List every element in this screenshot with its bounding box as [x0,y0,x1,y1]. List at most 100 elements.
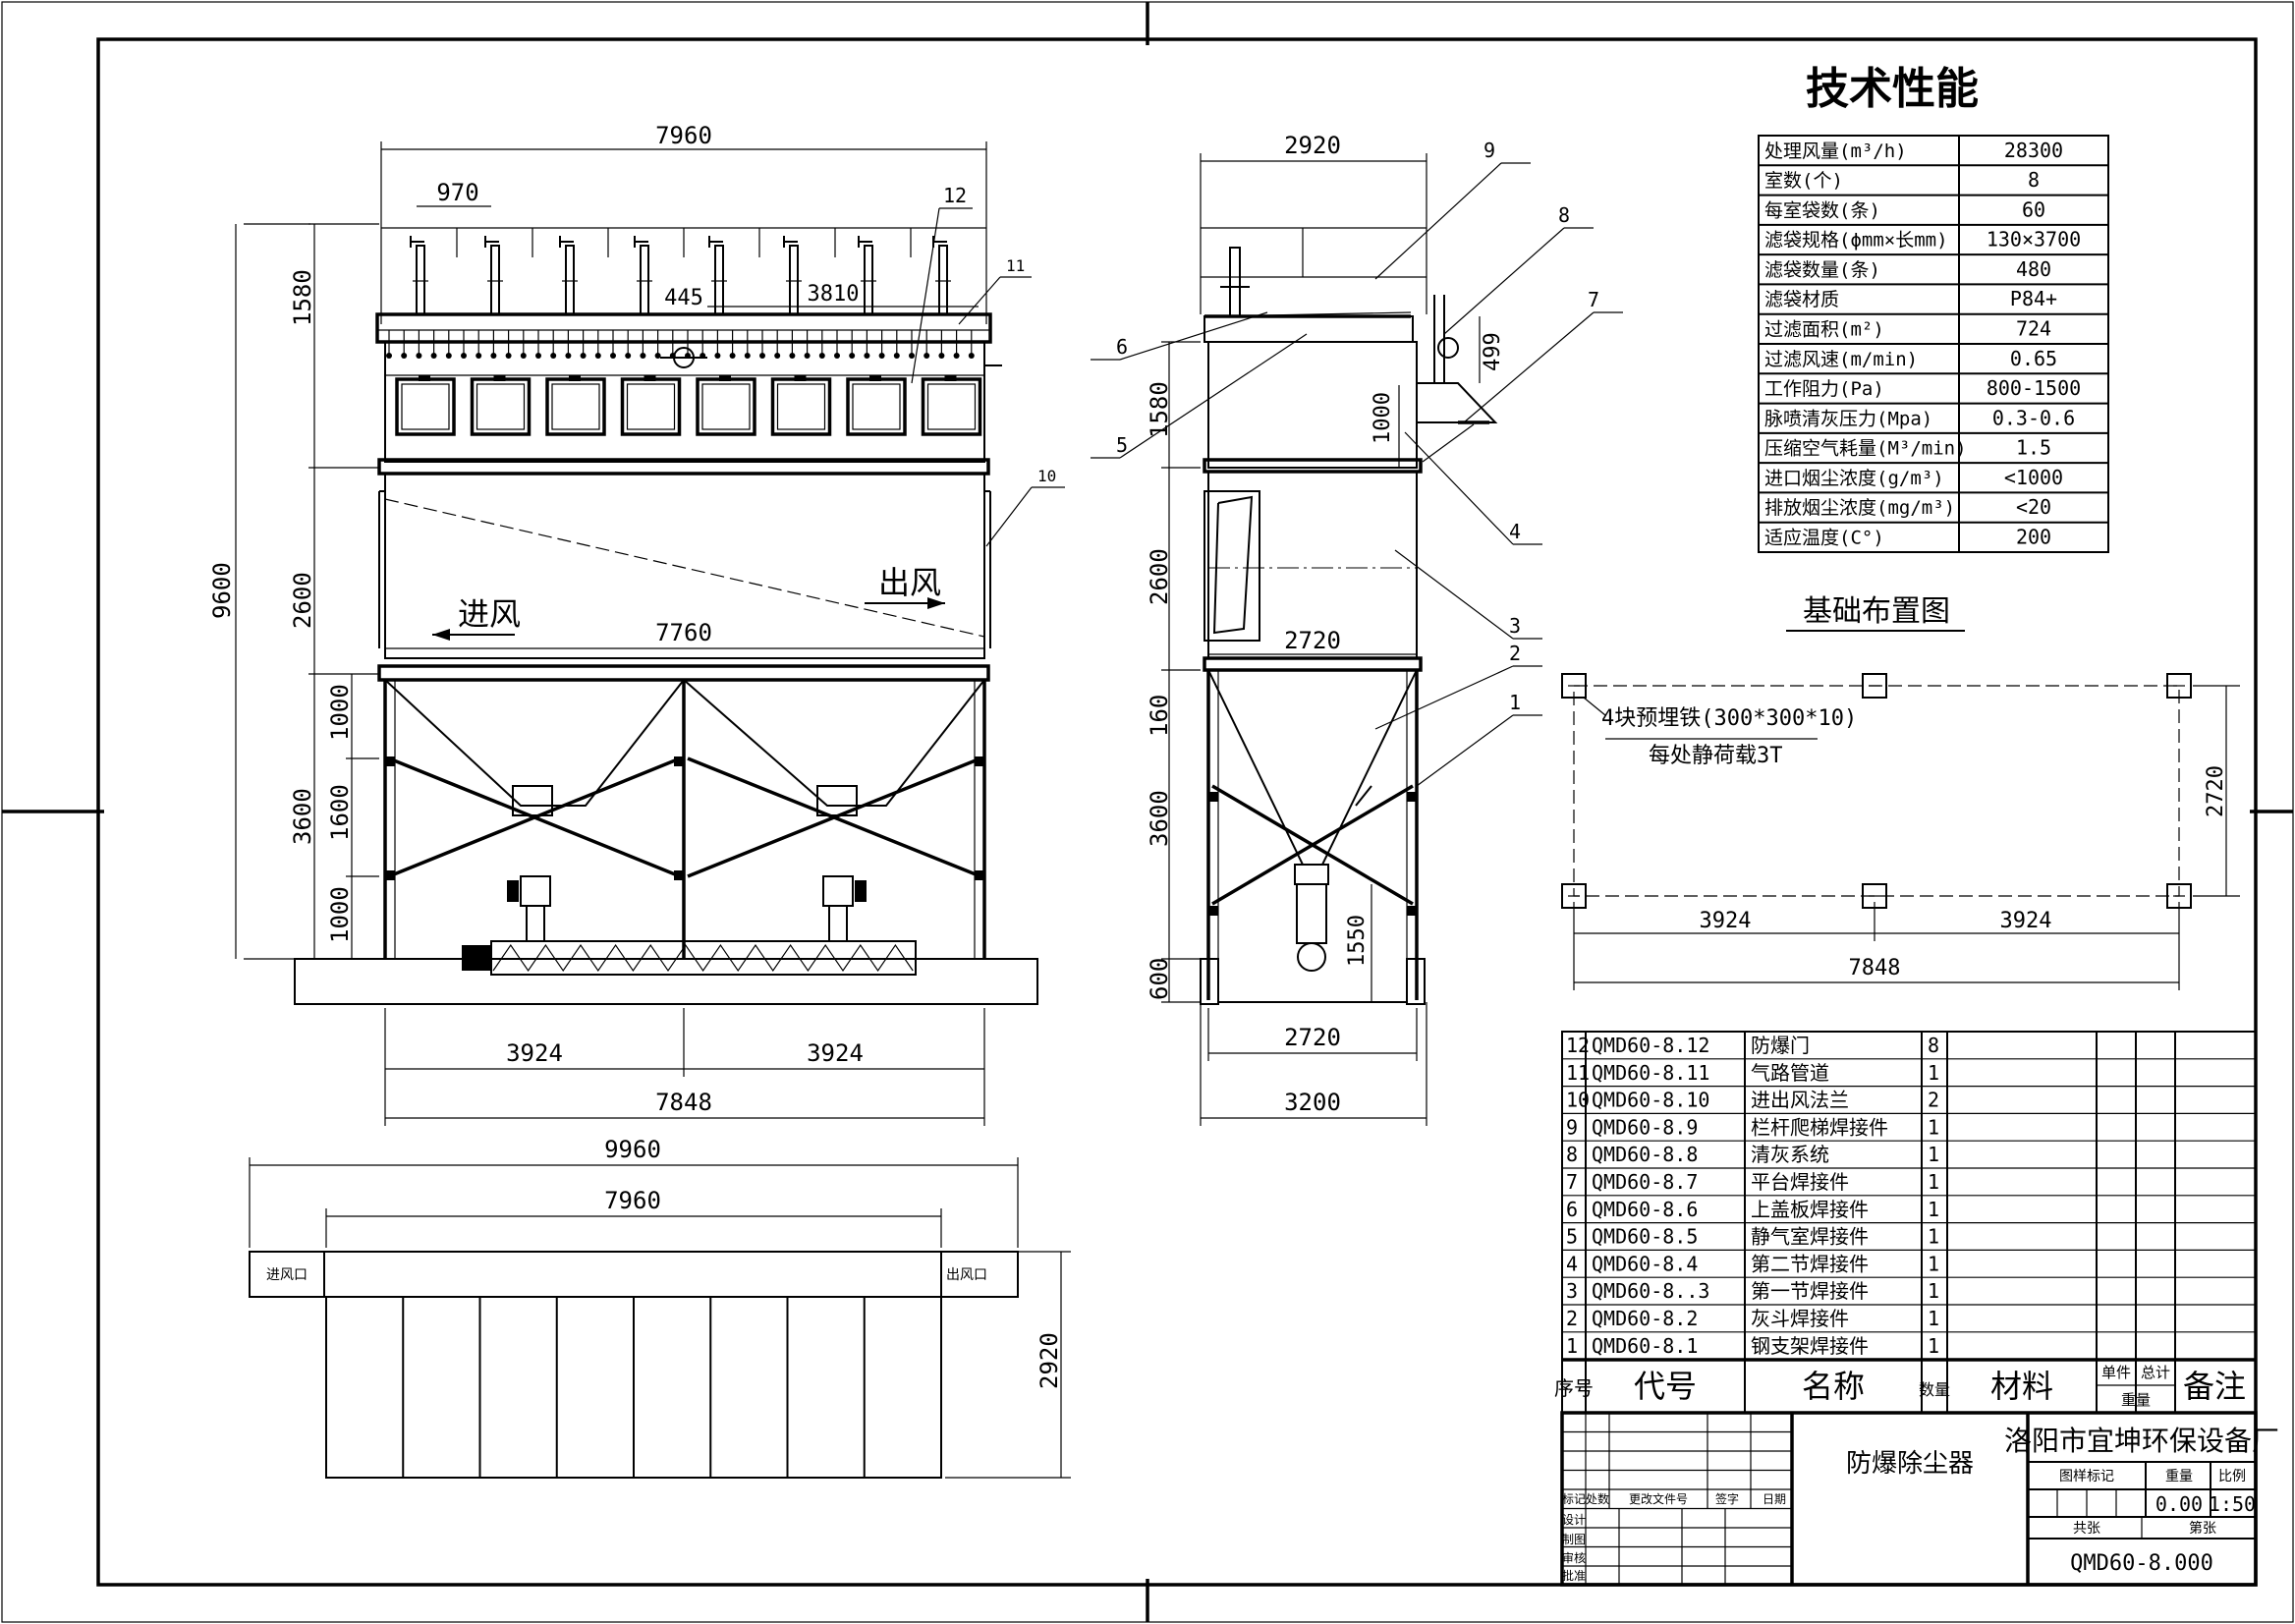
parts-header-remark: 备注 [2183,1368,2246,1405]
side-dim-600: 600 [1146,958,1173,1000]
front-dim-3924-right: 3924 [807,1039,864,1067]
spec-label: 压缩空气耗量(M³/min) [1764,438,1967,460]
part-no: 2 [1566,1307,1578,1330]
spec-label: 室数(个) [1764,170,1843,192]
plan-dim-7960: 7960 [604,1187,661,1214]
explosion-door [395,377,456,436]
part-code: QMD60-8.6 [1592,1198,1698,1221]
title-block: 洛阳市宜坤环保设备厂 防爆除尘器 图样标记 重量 比例 0.00 1:50 共张… [1560,1411,2279,1587]
parts-header-material: 材料 [1990,1368,2053,1405]
pulse-valve [490,245,500,315]
plan-view: 9960 7960 进风口 出风口 2920 [249,1136,1071,1479]
part-name: 平台焊接件 [1751,1170,1849,1194]
rev-sign: 签字 [1715,1491,1739,1506]
front-dim-3810: 3810 [808,282,860,307]
front-dim-7760: 7760 [655,619,712,646]
spec-label: 滤袋材质 [1764,289,1839,310]
pulse-valve [789,245,799,315]
side-callout: 4 [1509,520,1521,543]
plan-dim-9960: 9960 [604,1136,661,1163]
part-qty: 1 [1928,1143,1939,1166]
spec-label: 处理风量(m³/h) [1764,140,1907,162]
spec-label: 进口烟尘浓度(g/m³) [1764,468,1944,489]
anchor-plate [1862,673,1887,699]
spec-value: 60 [2022,197,2045,221]
part-no: 6 [1566,1198,1578,1221]
parts-header-name: 名称 [1802,1368,1865,1405]
rev-mark: 标记 [1562,1492,1586,1506]
pulse-valve [938,245,948,315]
part-code: QMD60-8.9 [1592,1115,1698,1139]
part-qty: 2 [1928,1089,1939,1112]
parts-header-qty: 数量 [1919,1380,1950,1399]
role-approve: 批准 [1562,1568,1586,1583]
front-view: 7960 970 445 3810 进风 出风 7760 [208,122,1065,1126]
tech-performance: 技术性能 处理风量(m³/h)28300室数(个)8每室袋数(条)60滤袋规格(… [1758,64,2109,553]
explosion-door [545,377,606,436]
spec-value: <20 [2016,495,2051,519]
sheet-no: 第张 [2189,1520,2216,1537]
front-dim-970: 970 [436,179,478,206]
pulse-valve [416,245,425,315]
front-dim-3924-left: 3924 [506,1039,563,1067]
side-dim-3600: 3600 [1146,790,1173,847]
tech-title: 技术性能 [1806,64,1979,114]
part-no: 4 [1566,1252,1578,1275]
parts-header-total-weight: 总计 [2141,1364,2170,1381]
plan-outlet-label: 出风口 [946,1267,987,1283]
side-callout: 2 [1509,642,1521,665]
part-qty: 1 [1928,1334,1939,1358]
parts-header-weight: 重量 [2121,1391,2151,1409]
front-dim-3600: 3600 [289,788,316,845]
side-dim-3200: 3200 [1284,1089,1341,1116]
side-dim-1000: 1000 [1371,392,1395,444]
spec-value: 800-1500 [1987,376,2081,400]
part-qty: 1 [1928,1307,1939,1330]
spec-value: 200 [2016,526,2051,549]
parts-header-code: 代号 [1634,1368,1697,1405]
front-callout-10: 10 [1037,467,1056,485]
front-dim-9600: 9600 [208,562,236,619]
spec-value: 8 [2028,168,2040,192]
front-outlet-label: 出风 [878,564,941,601]
parts-header-unit-weight: 单件 [2101,1364,2131,1381]
spec-label: 过滤风速(m/min) [1764,349,1918,370]
spec-value: 0.65 [2010,347,2057,370]
side-dim-2600: 2600 [1146,548,1173,605]
anchor-plate [1561,673,1587,699]
side-dim-160: 160 [1146,695,1173,737]
part-code: QMD60-8.10 [1592,1089,1709,1112]
pulse-valve [864,245,873,315]
part-name: 灰斗焊接件 [1751,1307,1849,1330]
spec-value: P84+ [2010,287,2057,310]
explosion-door [470,377,532,436]
pulse-valve [714,245,724,315]
role-draw: 制图 [1562,1533,1586,1546]
spec-value: 28300 [2004,139,2063,162]
foundation-note-load: 每处静荷载3T [1649,744,1783,768]
explosion-door [620,377,682,436]
role-check: 审核 [1562,1550,1586,1565]
spec-label: 滤袋数量(条) [1764,259,1880,281]
part-qty: 1 [1928,1115,1939,1139]
side-dim-2720-bottom: 2720 [1284,1024,1341,1051]
scale-value: 1:50 [2209,1492,2256,1516]
plan-dim-2920: 2920 [1036,1332,1063,1389]
part-no: 5 [1566,1225,1578,1249]
foundation-dim-left: 3924 [1700,909,1752,933]
part-qty: 1 [1928,1252,1939,1275]
explosion-door [770,377,832,436]
spec-value: 0.3-0.6 [1992,406,2075,429]
spec-value: 1.5 [2016,436,2051,460]
part-qty: 1 [1928,1198,1939,1221]
spec-value: 724 [2016,317,2051,341]
side-callout: 9 [1483,139,1495,162]
drawing-name: 防爆除尘器 [1846,1449,1974,1479]
part-code: QMD60-8.11 [1592,1061,1709,1085]
side-callout: 3 [1509,614,1521,638]
spec-label: 适应温度(C°) [1764,528,1884,549]
anchor-plate [2166,673,2192,699]
